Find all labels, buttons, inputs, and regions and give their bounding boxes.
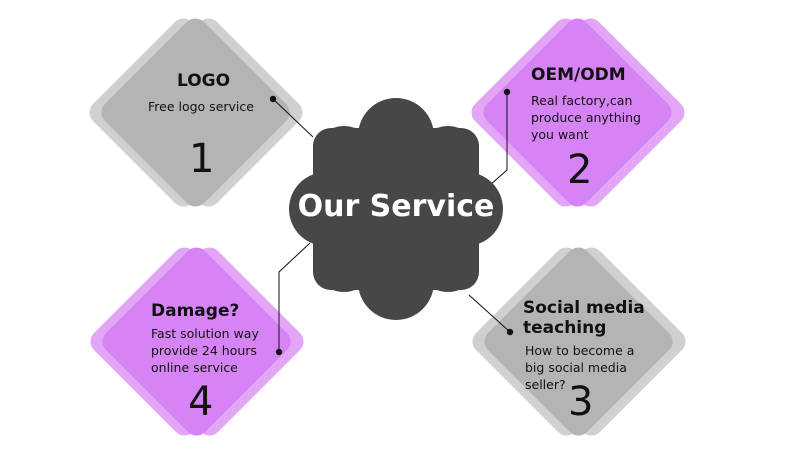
center-badge (289, 98, 503, 320)
service-1-title: LOGO (177, 71, 231, 91)
service-4-number: 4 (188, 379, 214, 425)
service-3-title-line-1: Social media (523, 298, 645, 318)
service-1-number: 1 (189, 136, 215, 182)
connector-2-dot (503, 88, 511, 96)
center-title: Our Service (297, 189, 495, 224)
connector-lines (272, 92, 511, 352)
service-4-title: Damage? (151, 301, 240, 321)
service-3-description-line-2: big social media (525, 360, 627, 375)
service-2-number: 2 (567, 147, 593, 193)
service-1-diamond (89, 18, 303, 207)
service-2-description-line-3: you want (531, 127, 589, 142)
connector-4-dot (275, 348, 283, 356)
connector-dots (269, 88, 514, 356)
service-2-diamond (471, 18, 685, 207)
service-3-description-line-1: How to become a (525, 343, 635, 358)
connector-3-dot (506, 328, 514, 336)
connector-1-dot (269, 95, 277, 103)
service-3-description-line-3: seller? (525, 377, 566, 392)
service-2-title: OEM/ODM (531, 65, 626, 85)
connector-4 (278, 242, 311, 352)
service-2-description-line-1: Real factory,can (531, 93, 633, 108)
service-3-diamond (472, 247, 686, 436)
service-3-title-line-2: teaching (523, 318, 607, 338)
service-4-description-line-2: provide 24 hours (151, 343, 257, 358)
service-4-description-line-1: Fast solution way (151, 326, 259, 341)
service-3-number: 3 (568, 379, 594, 425)
connector-2 (489, 92, 508, 186)
service-4-diamond (90, 247, 304, 436)
service-2-description-line-2: produce anything (531, 110, 641, 125)
service-4-description-line-3: online service (151, 360, 238, 375)
connector-1 (272, 98, 314, 138)
connector-3 (468, 294, 511, 333)
service-1-description: Free logo service (148, 99, 254, 114)
